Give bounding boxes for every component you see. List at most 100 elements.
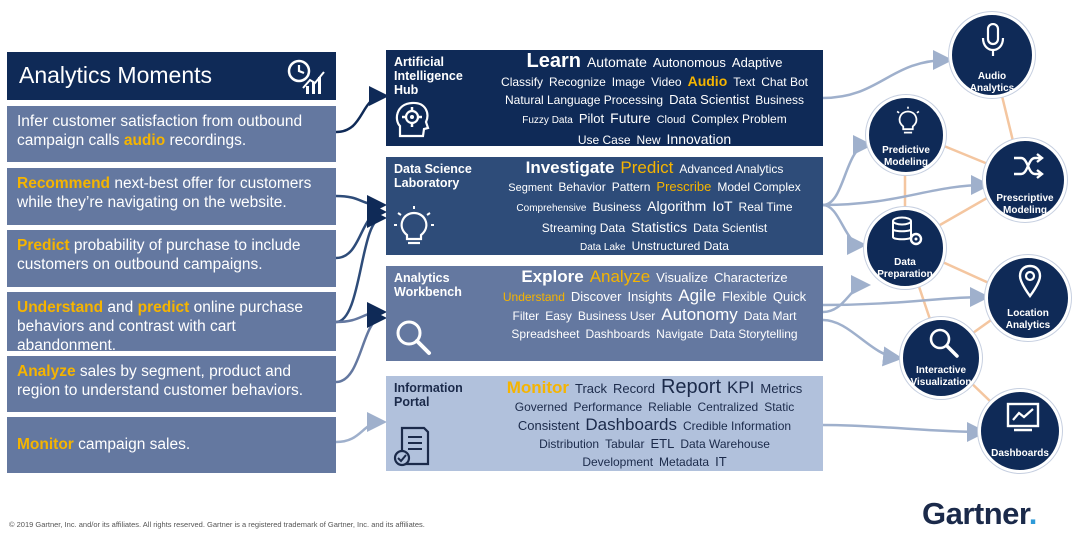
keyword: Image [611,75,646,89]
keyword: Insights [627,289,673,304]
shuffle-icon [1014,153,1044,179]
keyword: Analyze [589,267,651,286]
keyword: Algorithm [647,198,707,214]
highlight-keyword: Analyze [17,363,76,380]
keyword: Innovation [666,131,732,147]
keyword: Investigate [525,158,615,177]
moment-card: Understand and predict online purchase b… [7,292,336,354]
keyword: Fuzzy Data [522,115,573,126]
keyword: Visualize [656,270,708,285]
keyword: Agile [678,286,717,305]
keyword: Static [764,400,795,414]
keyword: Tabular [605,437,645,451]
keyword: Flexible [722,289,767,304]
clock-chart-icon [287,59,325,94]
moment-card: Monitor campaign sales. [7,417,336,473]
moment-text: sales by segment, product and region to … [17,363,304,399]
keyword: Distribution [539,437,600,451]
keyword: Prescribe [656,179,712,194]
keyword: Easy [545,309,572,323]
keyword: Report [660,376,721,398]
lightbulb-icon [394,206,434,245]
keyword: IT [715,454,727,469]
keyword: Characterize [713,270,788,285]
keyword: Credible Information [683,419,792,433]
gartner-logo: Gartner. [922,496,1037,531]
keyword: Automate [586,54,647,70]
keyword: Video [651,75,682,89]
keyword: Adaptive [731,55,783,70]
keyword: Data Scientist [669,92,750,107]
keyword: Classify [501,75,544,89]
moment-card: Predict probability of purchase to inclu… [7,230,336,287]
keyword: ETL [650,436,675,451]
keyword-row: Investigate Predict Advanced Analytics [490,159,819,178]
database-gear-icon [892,216,923,246]
keyword: IoT [712,198,733,214]
keyword: Business [592,200,642,214]
keyword: Recognize [549,75,606,89]
moment-text: online purchase behaviors and contrast w… [17,299,304,354]
keyword: Cloud [656,114,686,126]
keyword: New [636,133,661,147]
keyword: Autonomous [652,55,726,70]
keyword: Metrics [760,381,803,396]
keyword-row: Data Lake Unstructured Data [490,237,819,257]
analytics-moments-header: Analytics Moments [7,52,336,100]
keyword: Streaming Data [541,221,626,235]
keyword: Complex Problem [691,112,787,126]
checklist-icon [393,426,430,467]
dashboards-node: Dashboards [978,389,1062,473]
keyword: Governed [514,400,568,414]
location-pin-icon [1018,264,1042,298]
keyword: Data Storytelling [709,327,798,341]
moment-text: Infer customer satisfaction from outboun… [17,113,303,149]
keyword: Business [755,93,804,107]
magnifier-icon [929,328,959,358]
keyword-row: Learn Automate Autonomous Adaptive [490,50,819,72]
keyword: Learn [526,50,581,72]
keyword: Centralized [697,400,759,414]
keyword: Use Case [577,133,631,147]
keyword: Dashboards [585,327,651,341]
keyword: Real Time [738,200,793,214]
keyword: Predict [620,158,674,177]
keyword: Model Complex [717,180,801,194]
keyword: Track [575,381,608,396]
keyword: Data Lake [580,242,626,253]
keyword: Unstructured Data [631,239,729,253]
highlight-keyword: Predict [17,237,70,254]
moment-card: Analyze sales by segment, product and re… [7,356,336,412]
highlight-keyword: Understand [17,299,104,316]
keyword: Segment [508,182,553,194]
keyword: Consistent [517,418,580,433]
keyword: Metadata [659,455,710,469]
keyword: Filter [512,309,540,323]
keyword: Record [613,381,655,396]
moment-card: Infer customer satisfaction from outboun… [7,106,336,162]
analytics-moments-title: Analytics Moments [19,62,213,88]
keyword: Advanced Analytics [679,162,784,176]
